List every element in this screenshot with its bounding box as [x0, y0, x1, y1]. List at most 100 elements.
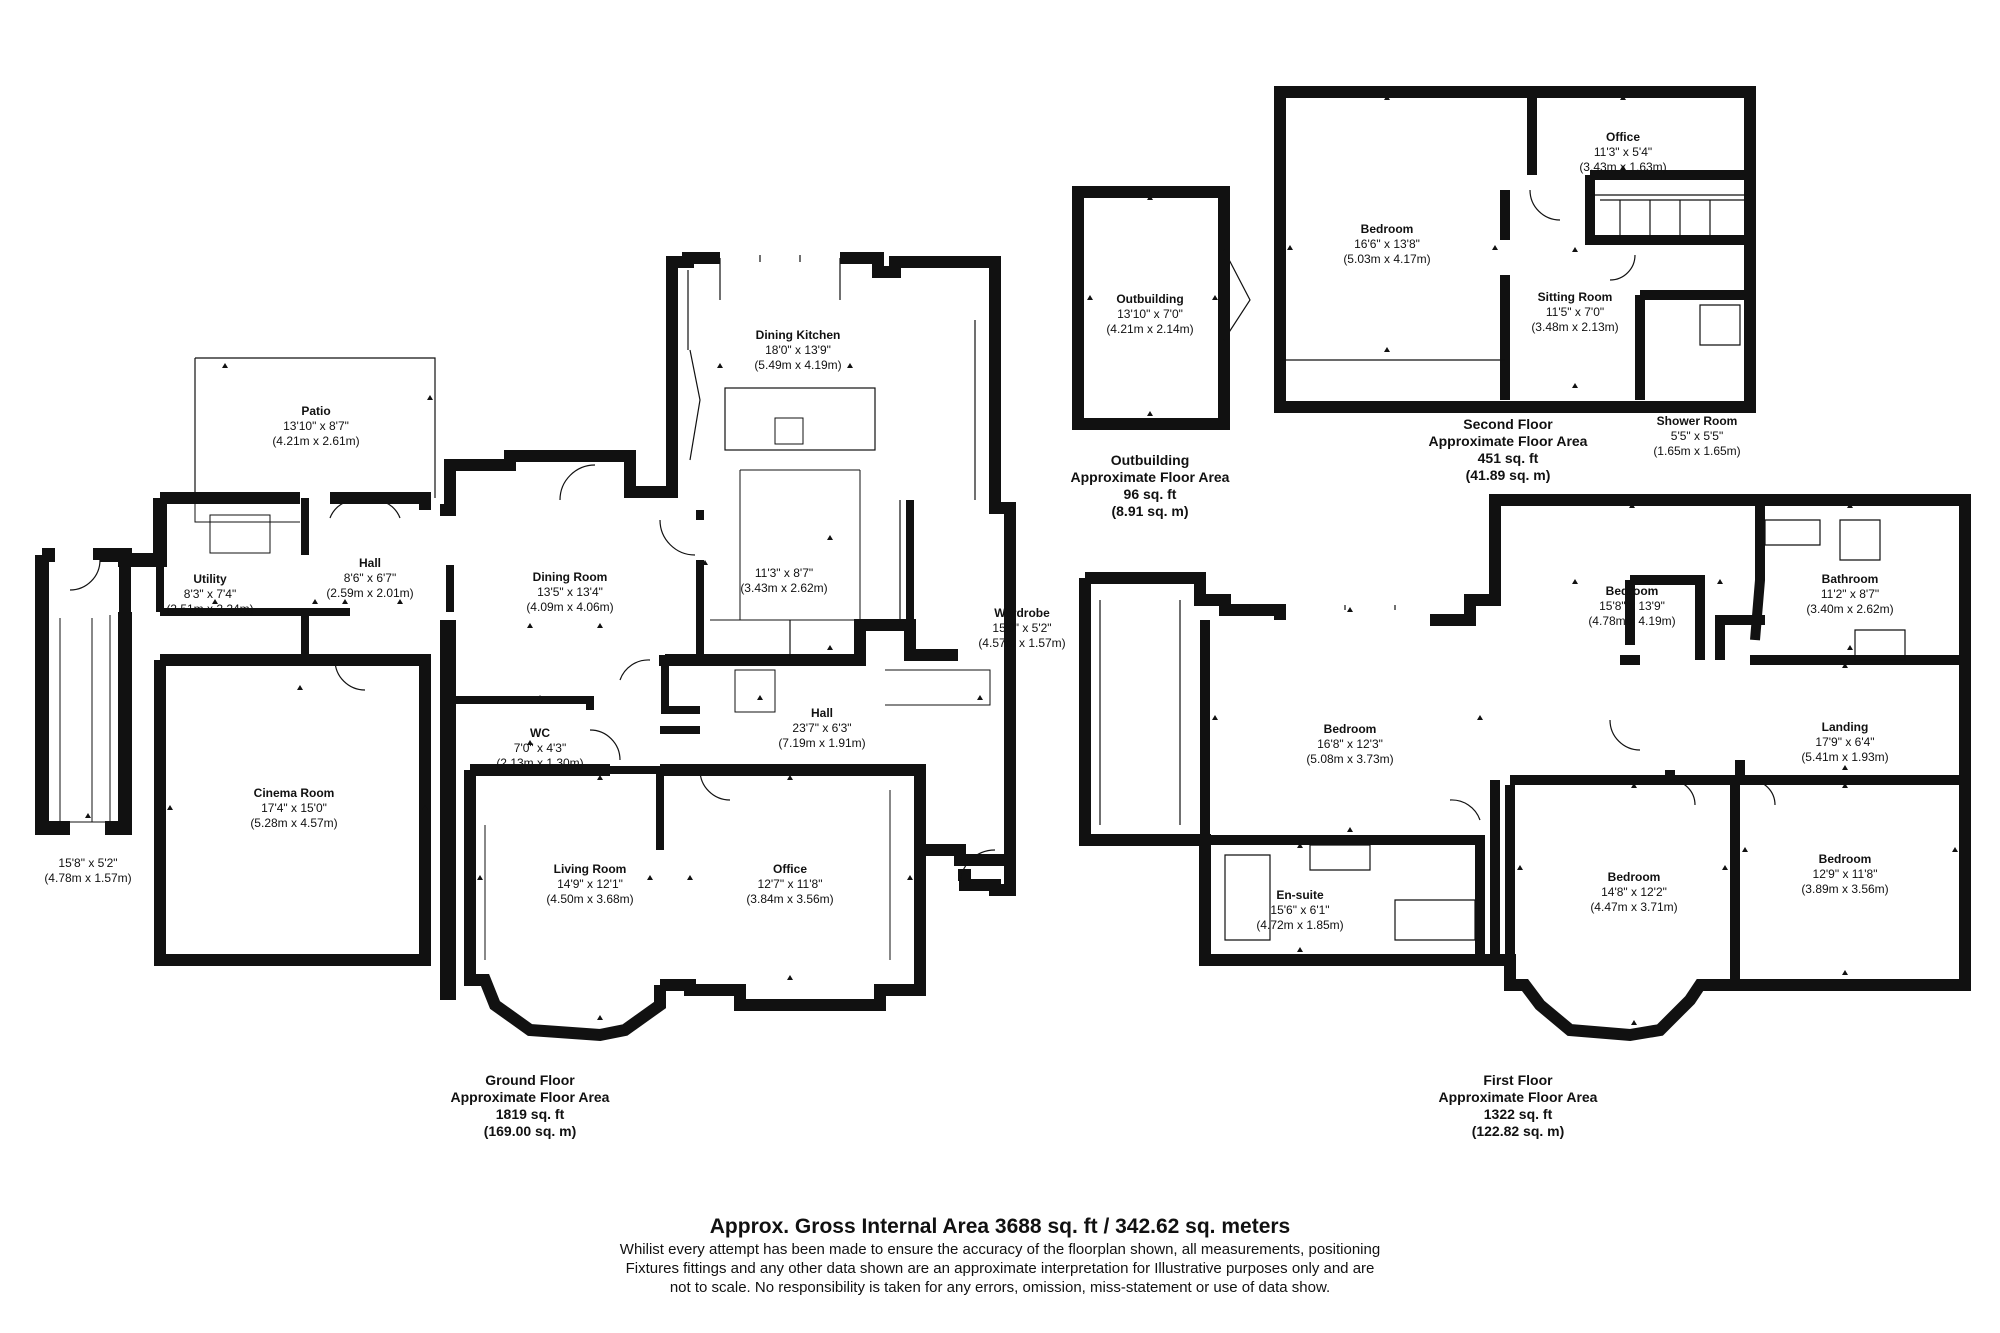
- dimension-tick: [1631, 783, 1637, 788]
- dimension-tick: [212, 599, 218, 604]
- room-label-side-store: 15'8" x 5'2"(4.78m x 1.57m): [44, 856, 132, 885]
- dimension-tick: [537, 695, 543, 700]
- disclaimer-line: Whilist every attempt has been made to e…: [619, 1241, 1381, 1258]
- dimension-tick: [1212, 715, 1218, 720]
- dimension-tick: [1347, 827, 1353, 832]
- dimension-tick: [717, 363, 723, 368]
- dimension-tick: [1847, 503, 1853, 508]
- dimension-tick: [1631, 1020, 1637, 1025]
- dimension-tick: [647, 875, 653, 880]
- gross-area-headline: Approx. Gross Internal Area 3688 sq. ft …: [709, 1215, 1291, 1238]
- dimension-tick: [597, 623, 603, 628]
- dimension-tick: [1722, 865, 1728, 870]
- dimension-tick: [1087, 295, 1093, 300]
- dimension-tick: [787, 975, 793, 980]
- dimension-tick: [1297, 947, 1303, 952]
- dimension-tick: [1629, 655, 1635, 660]
- dimension-tick: [827, 645, 833, 650]
- room-label-kitchen-area: 11'3" x 8'7"(3.43m x 2.62m): [740, 566, 828, 595]
- dimension-tick: [477, 875, 483, 880]
- dimension-tick: [85, 813, 91, 818]
- dimension-tick: [527, 623, 533, 628]
- outbuilding-walls: [1072, 186, 1251, 430]
- dimension-tick: [787, 775, 793, 780]
- dimension-tick: [847, 363, 853, 368]
- dimension-tick: [1384, 347, 1390, 352]
- dimension-tick: [527, 740, 533, 745]
- ground-floor-walls: [35, 252, 1016, 1042]
- dimension-tick: [1297, 843, 1303, 848]
- dimension-tick: [567, 765, 573, 770]
- dimension-tick: [427, 395, 433, 400]
- disclaimer-footer: Approx. Gross Internal Area 3688 sq. ft …: [0, 1214, 2000, 1297]
- dimension-tick: [1147, 195, 1153, 200]
- dimension-tick: [1492, 245, 1498, 250]
- dimension-tick: [1347, 607, 1353, 612]
- dimension-tick: [1842, 765, 1848, 770]
- dimension-tick: [1842, 663, 1848, 668]
- dimension-markers: [85, 95, 1958, 1025]
- second-floor-walls: [1274, 86, 1756, 413]
- first-floor-walls: [1079, 494, 1971, 1042]
- disclaimer-line: Fixtures fittings and any other data sho…: [625, 1260, 1375, 1277]
- dimension-tick: [1952, 847, 1958, 852]
- dimension-tick: [1384, 95, 1390, 100]
- dimension-tick: [167, 805, 173, 810]
- dimension-tick: [222, 363, 228, 368]
- dimension-tick: [687, 875, 693, 880]
- dimension-tick: [597, 1015, 603, 1020]
- dimension-tick: [1287, 245, 1293, 250]
- dimension-tick: [1572, 247, 1578, 252]
- dimension-tick: [907, 875, 913, 880]
- dimension-tick: [297, 955, 303, 960]
- dimension-tick: [1717, 579, 1723, 584]
- dimension-tick: [827, 535, 833, 540]
- dimension-tick: [1842, 970, 1848, 975]
- dimension-tick: [342, 599, 348, 604]
- dimension-tick: [1517, 865, 1523, 870]
- dimension-tick: [702, 560, 708, 565]
- dimension-tick: [1742, 847, 1748, 852]
- dimension-tick: [1620, 95, 1626, 100]
- dimension-tick: [397, 599, 403, 604]
- dimension-tick: [1572, 383, 1578, 388]
- disclaimer-line: not to scale. No responsibility is taken…: [669, 1279, 1331, 1296]
- dimension-tick: [1147, 411, 1153, 416]
- dimension-tick: [1572, 579, 1578, 584]
- dimension-tick: [1847, 645, 1853, 650]
- dimension-tick: [1842, 783, 1848, 788]
- ground-floor-doors: [69, 255, 996, 886]
- dimension-tick: [1629, 503, 1635, 508]
- dimension-tick: [1212, 295, 1218, 300]
- dimension-tick: [1477, 715, 1483, 720]
- dimension-tick: [757, 695, 763, 700]
- dimension-tick: [297, 685, 303, 690]
